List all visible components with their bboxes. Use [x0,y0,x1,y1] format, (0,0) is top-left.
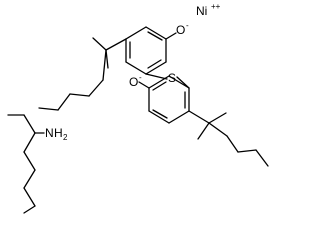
oxygen-bottom-charge: - [139,73,142,82]
amine-h-label: H [54,126,63,140]
upper-alkyl-chain [38,37,127,111]
sulfur-label: S [168,71,176,85]
lower-phenolate-ring [148,75,190,124]
chemical-structure-diagram: Ni ++ O - S O - N H 2 [7,2,269,214]
lower-alkyl-chain [188,110,269,167]
nickel-charge: ++ [211,2,221,11]
upper-phenolate-ring [125,26,167,75]
amine-h-subscript: 2 [63,133,68,142]
lower-c-o-bond [138,81,150,89]
upper-c-o-bond [165,32,177,40]
amine-chain [7,114,45,214]
oxygen-top-label: O [176,23,185,37]
nickel-label: Ni [196,4,207,18]
oxygen-top-charge: - [186,21,189,30]
oxygen-bottom-label: O [129,75,138,89]
amine-n-label: N [45,126,54,140]
